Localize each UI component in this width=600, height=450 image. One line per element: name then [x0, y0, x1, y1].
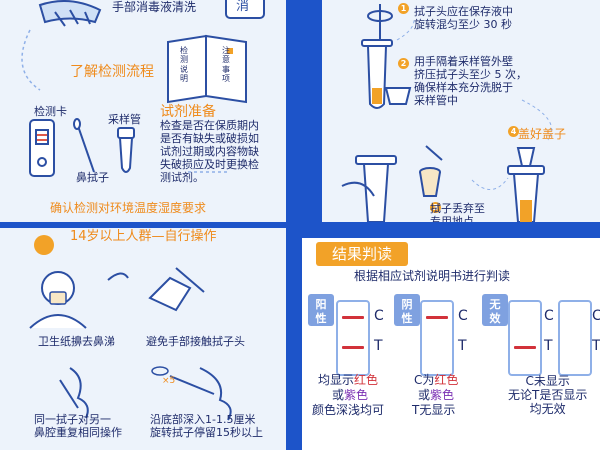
caption-tissue: 卫生纸擤去鼻涕 [38, 335, 115, 348]
hand-swab-icon [148, 267, 205, 312]
reagent-title: 试剂准备 [160, 104, 216, 120]
step3-text: 拭子丢弃至 专用地点 [430, 202, 485, 222]
result-instruction: 根据相应试剂说明书进行判读 [354, 269, 511, 283]
nose-icon [69, 367, 89, 419]
invalid2-c-mark: C [592, 308, 600, 324]
step-number-3: 3 [430, 202, 441, 213]
sanitizer-bottle-icon [225, 0, 265, 19]
negative-c-mark: C [458, 308, 468, 324]
invalid1-t-line [514, 346, 536, 349]
positive-strip [336, 300, 370, 376]
caption-depth-rotate: 沿底部深入1-1.5厘米 旋转拭子停留15秒以上 [150, 413, 263, 439]
preparation-illustrations [21, 0, 265, 177]
booklet-left-text: 检测说明 [180, 46, 188, 84]
neg-desc-1b: 红色 [434, 373, 459, 387]
negative-label-box: 阴 性 [394, 294, 420, 326]
panel-result-interpretation: 结果判读 根据相应试剂说明书进行判读 阳 性 C T 阴 性 C T 无 效 C… [302, 238, 600, 450]
test-card-icon [29, 119, 55, 177]
swab-label: 鼻拭子 [76, 171, 109, 184]
hand-wash-icon [38, 0, 102, 27]
positive-desc-line3: 颜色深浅均可 [312, 403, 385, 417]
step-number-2: 2 [398, 58, 409, 69]
tissue-icon [49, 291, 67, 305]
sanitizer-label: 消 [236, 0, 250, 14]
booklet-icon [167, 34, 247, 104]
panel-self-sampling: 14岁以上人群—自行操作 卫生纸擤去鼻涕 避免手部接触拭子头 同一拭子对另一 鼻… [0, 228, 286, 450]
invalid-label-box: 无 效 [482, 294, 508, 326]
tube-icon [117, 127, 135, 173]
section-title-flow: 了解检测流程 [70, 64, 154, 80]
hand-swab-icon [341, 181, 375, 197]
invalid-strip-1 [508, 300, 542, 376]
booklet-right-text: 注意事项 [222, 46, 230, 84]
sampling-illustrations [29, 235, 232, 421]
processing-illustrations [341, 4, 553, 222]
step1-text: 拭子头应在保存液中 旋转混匀至少 30 秒 [414, 5, 513, 31]
caption-avoid-touch: 避免手部接触拭子头 [146, 335, 245, 348]
negative-desc-line3: T无显示 [412, 403, 456, 417]
neg-desc-2a: 或 [418, 388, 431, 402]
step4-text: 盖好盖子 [518, 127, 567, 141]
nose-swab-icon [169, 367, 232, 421]
negative-label: 阴 性 [401, 298, 413, 325]
invalid1-t-mark: T [544, 338, 553, 354]
invalid2-t-mark: T [592, 338, 600, 354]
kit-label: 检测卡 [34, 105, 67, 118]
trash-bin-icon [419, 167, 441, 197]
age-title: 14岁以上人群—自行操作 [70, 229, 217, 244]
positive-desc-line2: 或紫色 [332, 388, 369, 403]
step2-text: 用手隔着采样管外壁 挤压拭子头至少 5 次， 确保样本充分洗脱于 采样管中 [414, 55, 527, 107]
age-icon [34, 235, 54, 255]
step-number-4: 4 [508, 126, 519, 137]
swab-icon [73, 118, 95, 173]
squeeze-tube-icon [355, 155, 397, 222]
negative-t-mark: T [458, 338, 467, 354]
positive-desc-line1: 均显示红色 [318, 373, 379, 388]
tube-with-swab-icon [361, 39, 393, 109]
step-number-1: 1 [398, 3, 409, 14]
capped-tube-icon [507, 147, 545, 222]
pos-desc-1a: 均显示 [318, 373, 355, 387]
negative-strip [420, 300, 454, 376]
invalid1-c-mark: C [544, 308, 554, 324]
reagent-text: 检查是否在保质期内 是否有缺失或破损如 试剂过期或内容物缺 失破损应及时更换检 … [160, 119, 259, 184]
panel-preparation: 手部消毒液清洗 消 了解检测流程 检测说明 注意事项 检测卡 采样管 鼻拭子 试… [0, 0, 286, 222]
negative-desc-line1: C为红色 [414, 373, 459, 388]
invalid-strip-2 [558, 300, 592, 376]
result-title: 结果判读 [332, 245, 393, 263]
positive-t-mark: T [374, 338, 383, 354]
environment-text: 确认检测对环境温度湿度要求 [50, 201, 207, 215]
invalid-desc: C未显示 无论T是否显示 均无效 [508, 374, 588, 417]
pos-desc-2a: 或 [332, 388, 345, 402]
negative-desc-line2: 或紫色 [418, 388, 455, 403]
rotate-count: ×5 [162, 376, 176, 386]
caption-other-nostril: 同一拭子对另一 鼻腔重复相同操作 [34, 413, 122, 439]
pos-desc-1b: 红色 [354, 373, 379, 387]
invalid-label: 无 效 [489, 298, 501, 325]
wash-text: 手部消毒液清洗 [112, 0, 197, 14]
positive-t-line [342, 346, 364, 349]
neg-desc-2b: 紫色 [430, 388, 455, 402]
cap-icon [384, 87, 412, 105]
positive-c-line [342, 316, 364, 319]
result-title-bar [316, 242, 408, 266]
panel-sample-processing: 1 拭子头应在保存液中 旋转混匀至少 30 秒 2 用手隔着采样管外壁 挤压拭子… [322, 0, 600, 222]
positive-label-box: 阳 性 [308, 294, 334, 326]
negative-c-line [426, 316, 448, 319]
pos-desc-2b: 紫色 [344, 388, 369, 402]
neg-desc-1a: C为 [414, 373, 435, 387]
positive-c-mark: C [374, 308, 384, 324]
tube-label: 采样管 [108, 113, 141, 126]
positive-label: 阳 性 [315, 298, 327, 325]
